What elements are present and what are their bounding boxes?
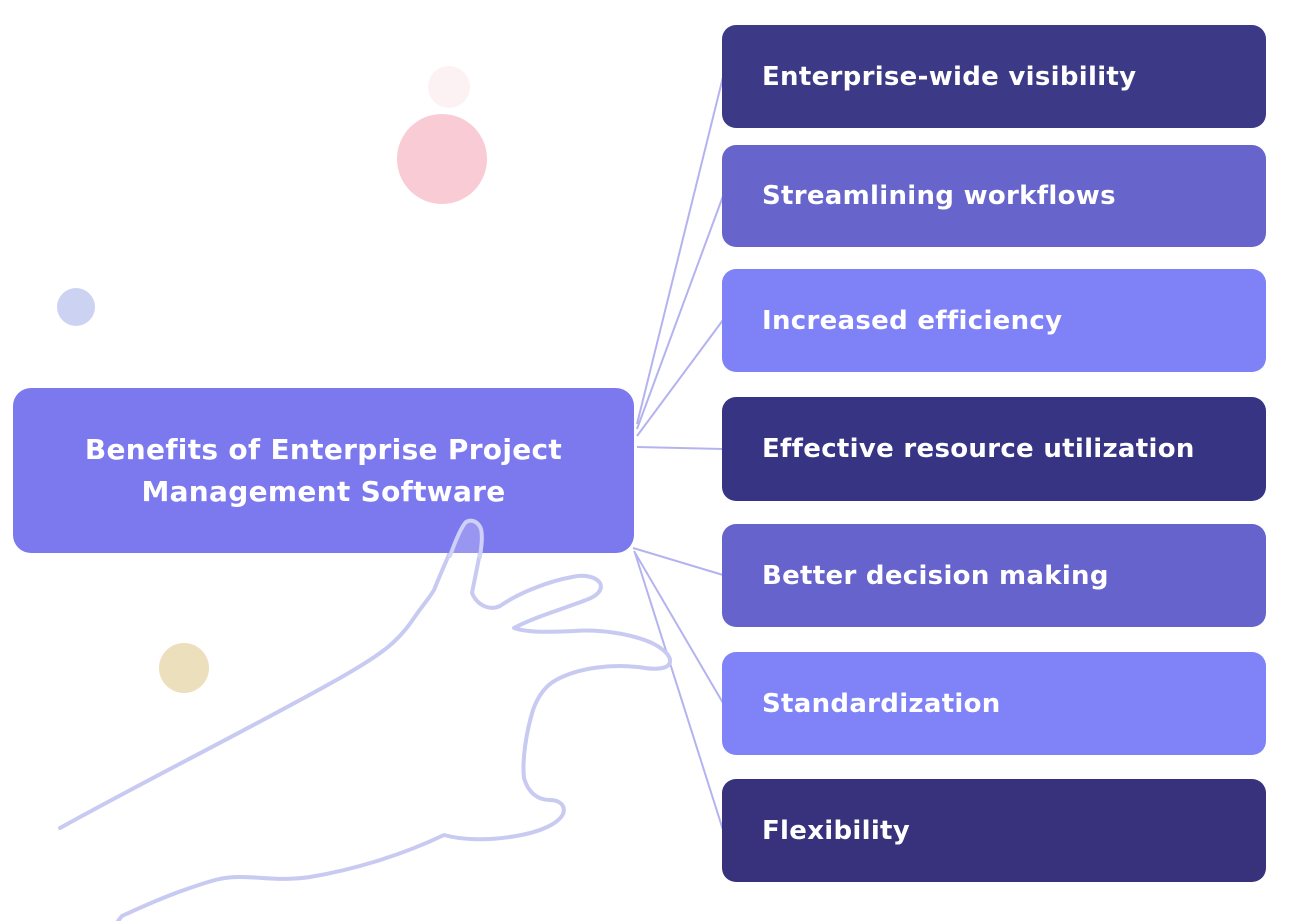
benefit-label: Increased efficiency: [762, 305, 1063, 336]
benefit-label: Effective resource utilization: [762, 434, 1195, 464]
connector-4: [636, 446, 724, 450]
benefit-label: Enterprise-wide visibility: [762, 61, 1137, 92]
connector-1: [636, 76, 724, 425]
benefit-node-increased-efficiency[interactable]: Increased efficiency: [722, 269, 1266, 372]
connector-2: [636, 195, 724, 430]
benefit-node-effective-resource-utilization[interactable]: Effective resource utilization: [722, 397, 1266, 501]
benefit-label: Better decision making: [762, 560, 1109, 591]
root-node-label: Benefits of Enterprise Project Managemen…: [84, 432, 563, 508]
benefit-label: Flexibility: [762, 815, 911, 846]
benefit-node-streamlining-workflows[interactable]: Streamlining workflows: [722, 145, 1266, 247]
connector-7: [634, 552, 724, 831]
benefit-node-flexibility[interactable]: Flexibility: [722, 779, 1266, 882]
connector-6: [633, 550, 724, 704]
benefit-label: Standardization: [762, 688, 1001, 719]
benefit-node-better-decision-making[interactable]: Better decision making: [722, 524, 1266, 627]
benefit-label: Streamlining workflows: [762, 181, 1116, 211]
benefit-node-standardization[interactable]: Standardization: [722, 652, 1266, 755]
root-node[interactable]: Benefits of Enterprise Project Managemen…: [13, 388, 634, 553]
faint-pink-circle: [428, 66, 470, 108]
connector-3: [636, 319, 724, 437]
benefit-node-enterprise-wide-visibility[interactable]: Enterprise-wide visibility: [722, 25, 1266, 128]
connector-5: [632, 547, 724, 576]
beige-circle: [159, 643, 209, 693]
pink-circle: [397, 114, 487, 204]
hand-outline: [58, 519, 673, 921]
lavender-circle: [57, 288, 95, 326]
